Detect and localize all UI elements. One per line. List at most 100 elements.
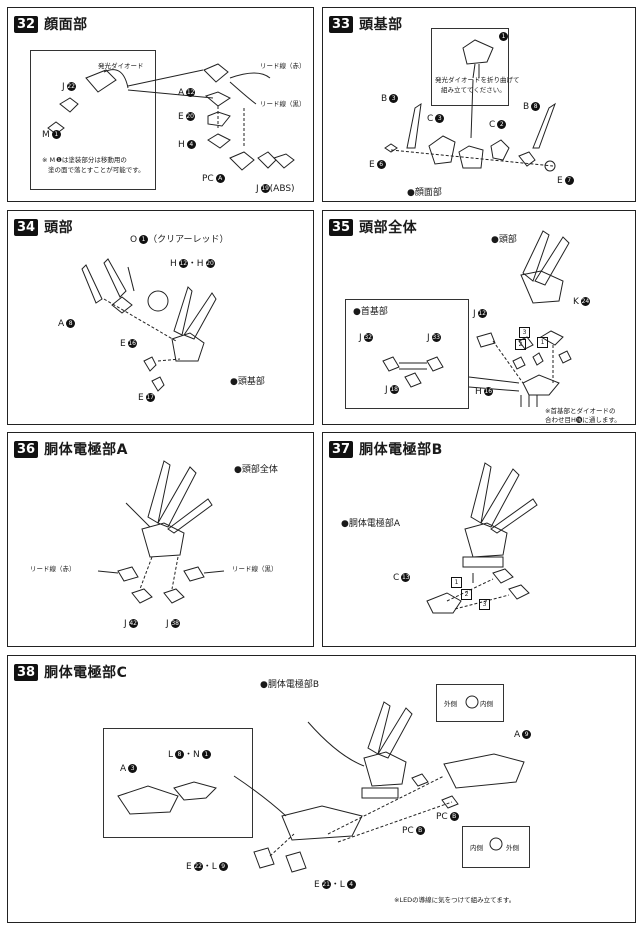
led-note-2: 組み立ててください。 xyxy=(441,86,506,94)
neck-note-2: 合わせ目H⓰に通します。 xyxy=(545,416,621,424)
step-number: 38 xyxy=(14,663,39,681)
step-number: 35 xyxy=(329,218,354,236)
step-35-header: 35 頭部全体 xyxy=(329,217,417,237)
head-ref-label: ●頭部 xyxy=(491,235,517,245)
torso-b-drawing xyxy=(426,462,538,614)
outer-label-2: 外側 xyxy=(506,844,519,852)
step-marker-1: 1 xyxy=(537,337,548,349)
face-assembly-drawing xyxy=(47,63,295,171)
step-number: 32 xyxy=(14,15,39,33)
neck-note-1: ※首基部とダイオードの xyxy=(545,407,616,415)
lead-black-label: リード線（黒） xyxy=(260,100,306,108)
head-base-drawing xyxy=(384,39,556,172)
note-line-3: 塗の面で落とすことが可能です。 xyxy=(48,166,145,174)
step-number: 34 xyxy=(14,218,39,236)
lead-red-label: リード線（赤） xyxy=(30,565,76,573)
step-37-header: 37 胴体電極部B xyxy=(329,439,443,459)
neck-base-label: ●首基部 xyxy=(353,307,388,317)
step-marker-3: 3 xyxy=(519,327,530,339)
led-label: 発光ダイオード xyxy=(98,62,144,70)
orientation-box-bottom xyxy=(462,826,530,868)
step-title: 顔面部 xyxy=(44,17,88,33)
step-title: 頭基部 xyxy=(359,17,403,33)
outer-label: 外側 xyxy=(444,700,457,708)
orientation-box-top xyxy=(436,684,504,722)
head-drawing xyxy=(81,258,217,392)
led-inset-box xyxy=(30,50,156,190)
inner-label: 内側 xyxy=(480,700,493,708)
led-note-box xyxy=(431,28,509,106)
step-33-header: 33 頭基部 xyxy=(329,14,403,34)
lead-black-label: リード線（黒） xyxy=(232,565,278,573)
step-title: 胴体電極部C xyxy=(44,665,128,681)
led-subassembly-inset xyxy=(103,728,253,838)
step-marker-2: 2 xyxy=(461,589,472,601)
step-number: 37 xyxy=(329,440,354,458)
torso-a-ref-label: ●胴体電極部A xyxy=(341,519,401,529)
step-marker-1: 1 xyxy=(451,577,462,589)
step-32-header: 32 顔面部 xyxy=(14,14,88,34)
step-38-header: 38 胴体電極部C xyxy=(14,662,127,682)
step-number: 33 xyxy=(329,15,354,33)
torso-c-drawing xyxy=(117,695,525,873)
step-title: 胴体電極部B xyxy=(359,442,443,458)
led-wire-note: ※LEDの導線に気をつけて組み立てます。 xyxy=(394,896,516,904)
torso-a-drawing xyxy=(97,460,225,604)
neck-base-inset xyxy=(345,299,469,409)
lead-red-label: リード線（赤） xyxy=(260,62,306,70)
torso-b-ref-label: ●胴体電極部B xyxy=(260,680,320,690)
head-base-ref-label: ●頭基部 xyxy=(230,377,265,387)
step-34-header: 34 頭部 xyxy=(14,217,73,237)
note-line-1: ※ M xyxy=(42,156,56,164)
step-number: 36 xyxy=(14,440,39,458)
head-whole-ref-label: ●頭部全体 xyxy=(234,465,278,475)
step-title: 胴体電極部A xyxy=(44,442,128,458)
step-marker-2: 2 xyxy=(515,339,526,351)
led-note-1: 発光ダイオードを折り曲げて xyxy=(435,76,520,84)
step-title: 頭部全体 xyxy=(359,220,418,236)
inner-label-2: 内側 xyxy=(470,844,483,852)
step-marker-3: 3 xyxy=(479,599,490,611)
head-whole-drawing xyxy=(382,230,572,407)
callout-1: 1 xyxy=(497,32,508,43)
step-36-header: 36 胴体電極部A xyxy=(14,439,128,459)
step-title: 頭部 xyxy=(44,220,74,236)
face-ref-label: ●顔面部 xyxy=(407,188,442,198)
